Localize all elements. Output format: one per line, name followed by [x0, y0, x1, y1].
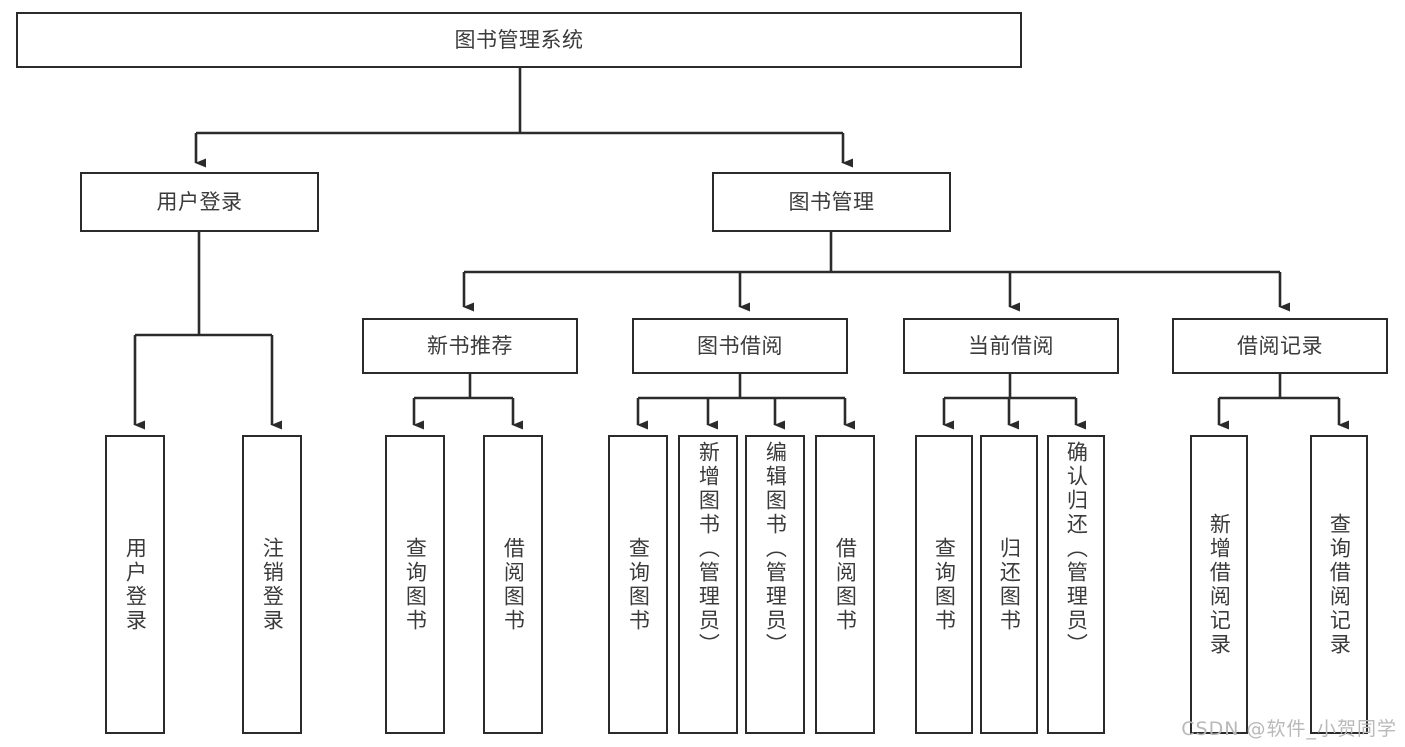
leaf-query-borrow-record-label: 查询借阅记录 — [1327, 512, 1352, 657]
leaf-add-book-admin[interactable]: 新增图书（管理员） — [678, 435, 738, 734]
leaf-query-book-recommend-label: 查询图书 — [403, 536, 428, 633]
node-user-login[interactable]: 用户登录 — [80, 172, 319, 232]
leaf-return-book-label: 归还图书 — [997, 536, 1022, 633]
leaf-user-login[interactable]: 用户登录 — [105, 435, 165, 734]
leaf-borrow-book-recommend-label: 借阅图书 — [501, 536, 526, 633]
leaf-add-borrow-record[interactable]: 新增借阅记录 — [1190, 435, 1248, 734]
leaf-add-borrow-record-label: 新增借阅记录 — [1207, 512, 1232, 657]
node-book-borrow-label: 图书借阅 — [697, 333, 783, 358]
node-borrow-record-label: 借阅记录 — [1237, 333, 1323, 358]
node-root-label: 图书管理系统 — [454, 27, 584, 52]
leaf-query-book-recommend[interactable]: 查询图书 — [385, 435, 445, 734]
node-new-book-recommend-label: 新书推荐 — [427, 333, 513, 358]
leaf-user-login-label: 用户登录 — [123, 536, 148, 633]
node-current-borrow[interactable]: 当前借阅 — [903, 318, 1119, 374]
leaf-borrow-book-label: 借阅图书 — [833, 536, 858, 633]
leaf-confirm-return-admin[interactable]: 确认归还（管理员） — [1047, 435, 1105, 734]
node-book-management[interactable]: 图书管理 — [712, 172, 951, 232]
leaf-confirm-return-admin-label: 确认归还（管理员） — [1064, 441, 1089, 657]
node-new-book-recommend[interactable]: 新书推荐 — [362, 318, 578, 374]
csdn-watermark: CSDN @软件_小贺同学 — [1181, 718, 1397, 740]
leaf-borrow-book[interactable]: 借阅图书 — [815, 435, 875, 734]
leaf-query-book-borrow[interactable]: 查询图书 — [608, 435, 668, 734]
node-user-login-label: 用户登录 — [156, 189, 243, 214]
leaf-logout[interactable]: 注销登录 — [242, 435, 302, 734]
leaf-query-borrow-record[interactable]: 查询借阅记录 — [1310, 435, 1368, 734]
leaf-edit-book-admin[interactable]: 编辑图书（管理员） — [745, 435, 805, 734]
leaf-edit-book-admin-label: 编辑图书（管理员） — [763, 441, 788, 657]
node-borrow-record[interactable]: 借阅记录 — [1172, 318, 1388, 374]
leaf-return-book[interactable]: 归还图书 — [980, 435, 1038, 734]
leaf-logout-label: 注销登录 — [260, 536, 285, 633]
leaf-borrow-book-recommend[interactable]: 借阅图书 — [483, 435, 543, 734]
leaf-query-book-current[interactable]: 查询图书 — [915, 435, 973, 734]
node-book-management-label: 图书管理 — [788, 189, 875, 214]
leaf-query-book-borrow-label: 查询图书 — [626, 536, 651, 633]
node-current-borrow-label: 当前借阅 — [968, 333, 1054, 358]
node-book-borrow[interactable]: 图书借阅 — [632, 318, 848, 374]
leaf-query-book-current-label: 查询图书 — [932, 536, 957, 633]
leaf-add-book-admin-label: 新增图书（管理员） — [696, 441, 721, 657]
node-root[interactable]: 图书管理系统 — [16, 12, 1022, 68]
